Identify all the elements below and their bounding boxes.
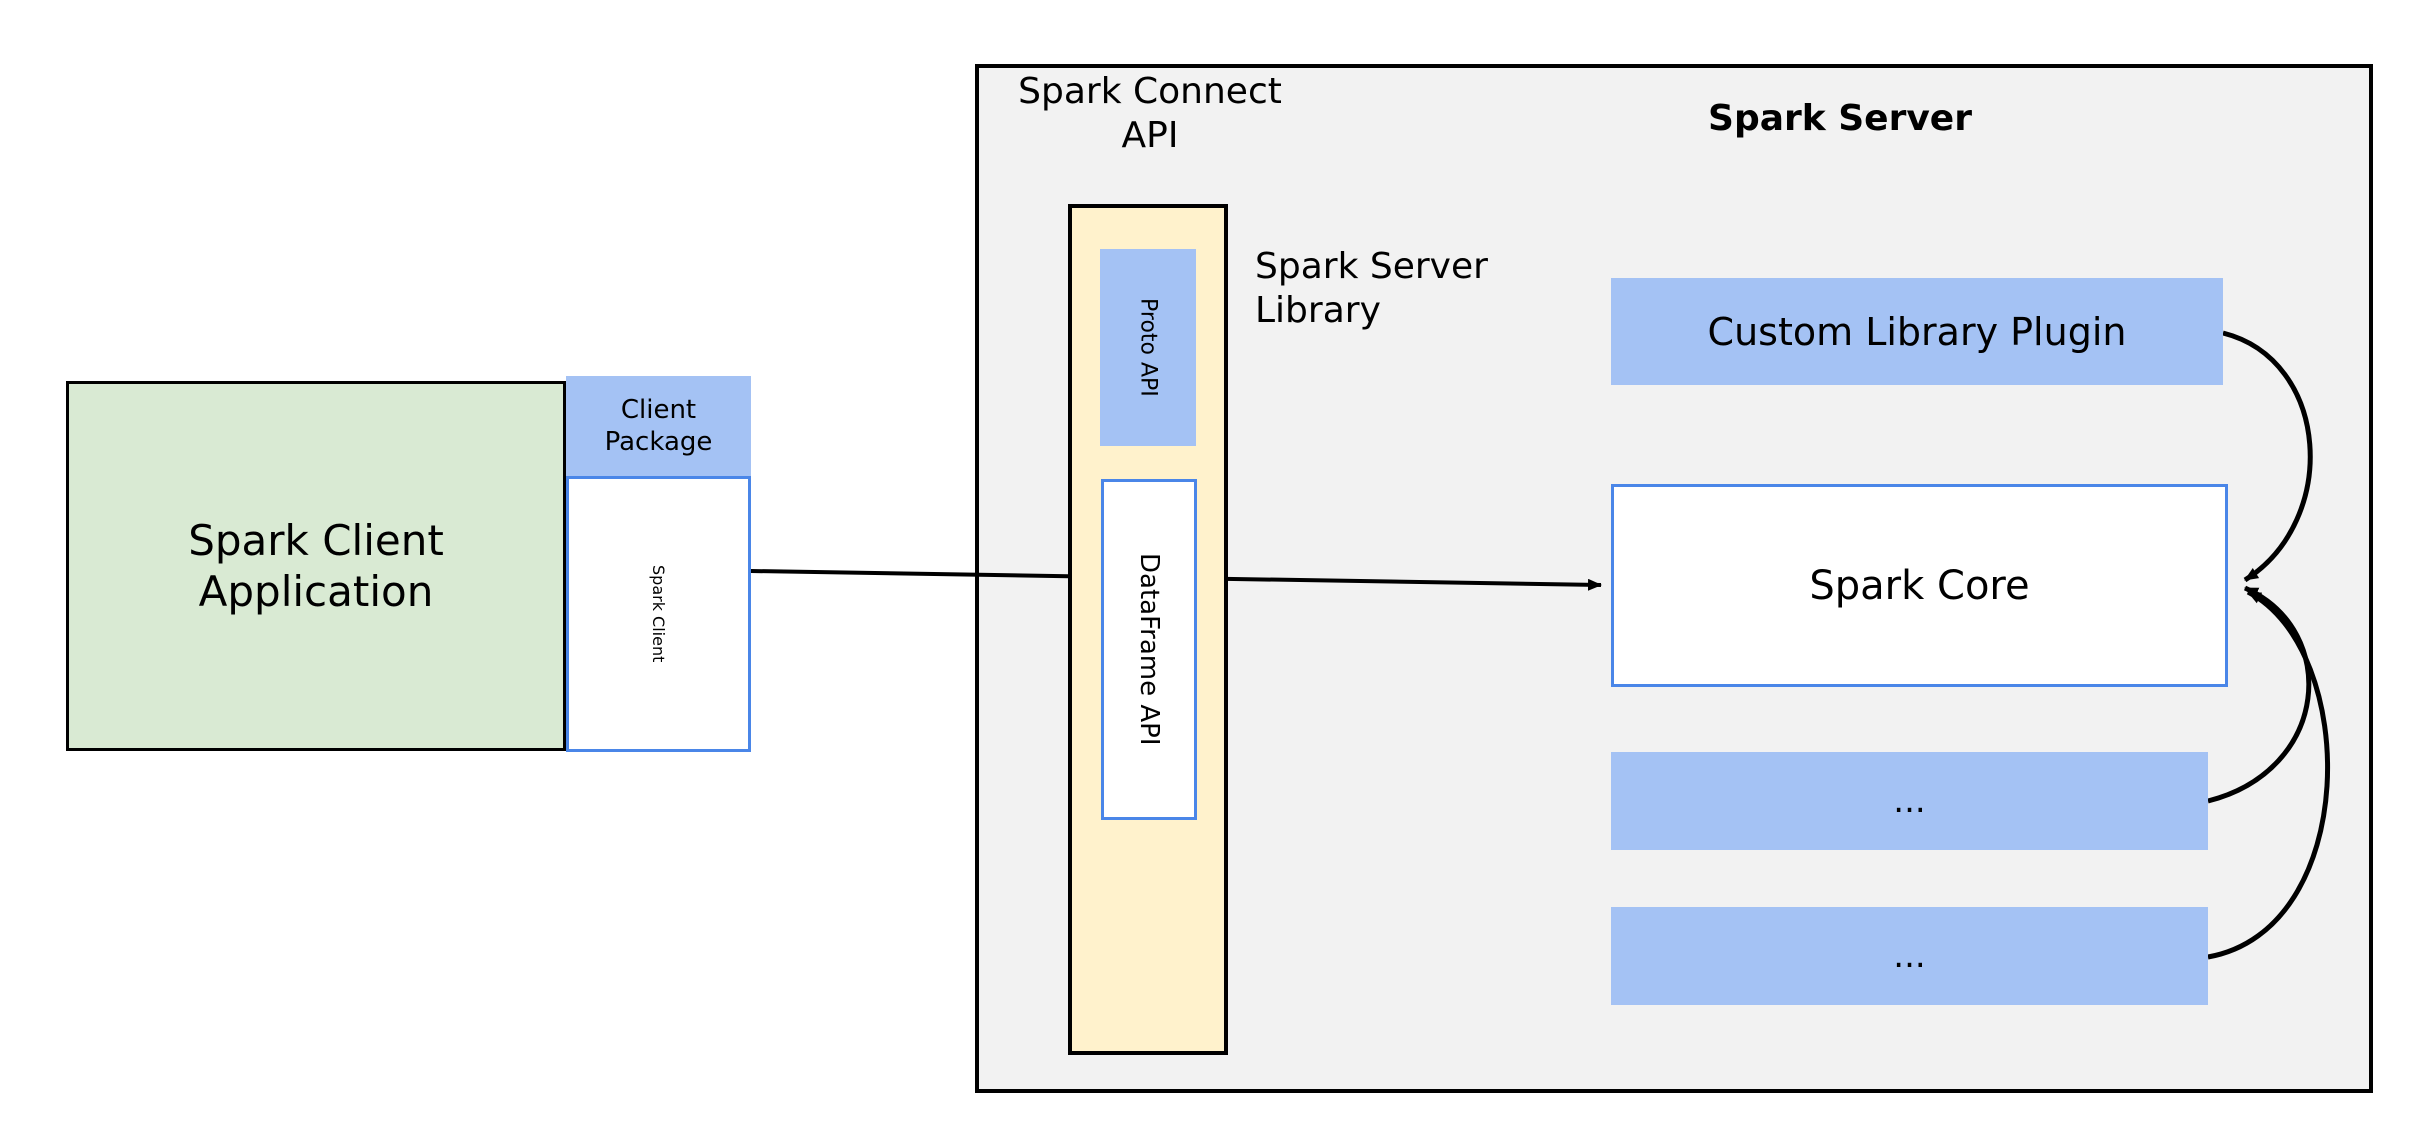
spark-server-title: Spark Server — [1708, 98, 1972, 139]
dataframe-api-box[interactable]: DataFrame API — [1101, 479, 1197, 820]
placeholder-node-1-label: ... — [1893, 781, 1926, 821]
connect-api-line1: Spark Connect — [1018, 71, 1282, 112]
app-label-line1: Spark Client — [188, 515, 444, 565]
spark-client-application-label: Spark Client Application — [188, 515, 444, 617]
client-package-line2: Package — [604, 427, 713, 457]
proto-api-box[interactable]: Proto API — [1100, 249, 1196, 446]
spark-core-box[interactable]: Spark Core — [1611, 484, 2228, 687]
dataframe-api-label: DataFrame API — [1134, 553, 1164, 746]
server-library-line1: Spark Server — [1255, 246, 1488, 287]
proto-api-label: Proto API — [1135, 298, 1161, 397]
spark-core-label: Spark Core — [1809, 562, 2030, 609]
client-package-box[interactable]: Client Package — [566, 376, 751, 476]
spark-client-box[interactable]: Spark Client — [566, 476, 751, 752]
client-package-line1: Client — [620, 394, 697, 425]
custom-library-plugin-label: Custom Library Plugin — [1707, 309, 2127, 354]
placeholder-node-1[interactable]: ... — [1611, 752, 2208, 850]
connect-api-line2: API — [1121, 114, 1179, 156]
client-package-label: Client Package — [605, 394, 713, 459]
placeholder-node-2[interactable]: ... — [1611, 907, 2208, 1005]
custom-library-plugin-box[interactable]: Custom Library Plugin — [1611, 278, 2223, 385]
spark-client-label: Spark Client — [649, 565, 668, 663]
placeholder-node-2-label: ... — [1893, 936, 1926, 976]
spark-server-library-label: Spark Server Library — [1255, 245, 1555, 333]
spark-client-application-box[interactable]: Spark Client Application — [66, 381, 566, 751]
app-label-line2: Application — [198, 567, 434, 616]
spark-connect-api-label: Spark Connect API — [1000, 70, 1300, 158]
server-library-line2: Library — [1255, 289, 1381, 331]
